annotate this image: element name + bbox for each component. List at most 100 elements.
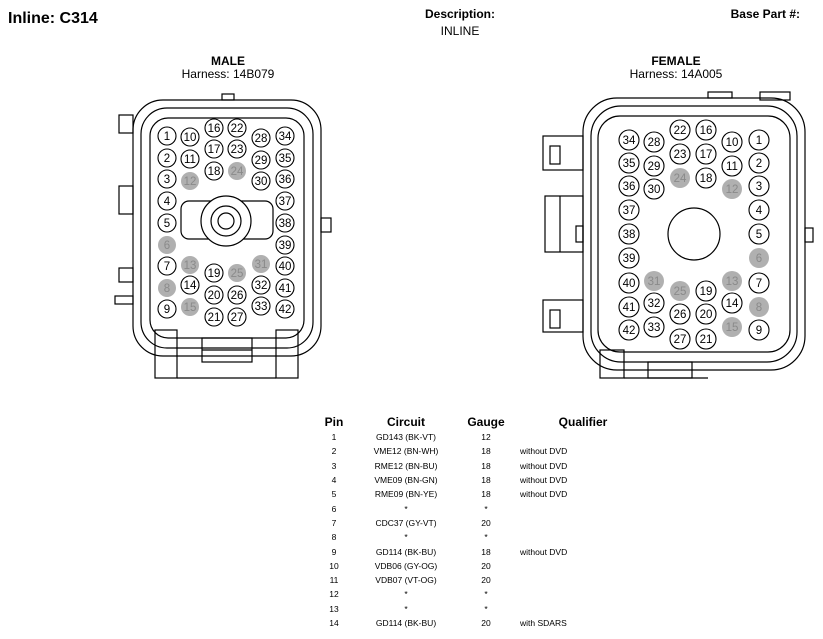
male-pin-label: 19 xyxy=(208,268,221,280)
female-pin-label: 26 xyxy=(674,309,687,321)
qualifier-cell xyxy=(516,501,650,515)
male-pin-label: 30 xyxy=(255,176,268,188)
qualifier-cell: without DVD xyxy=(520,460,568,471)
gauge-cell: 18 xyxy=(481,475,491,486)
male-pin-label: 28 xyxy=(255,133,268,145)
female-pin-label: 13 xyxy=(726,276,739,288)
female-pin-34 xyxy=(618,129,640,151)
male-pin-2 xyxy=(157,148,177,168)
female-pin-label: 38 xyxy=(623,229,636,241)
female-pin-26 xyxy=(669,303,691,325)
female-pin-label: 35 xyxy=(623,158,636,170)
gauge-cell: * xyxy=(484,503,488,514)
female-pin-label: 28 xyxy=(648,137,661,149)
circuit-cell: GD143 (BK-VT) xyxy=(376,432,436,443)
male-pin-label: 4 xyxy=(164,196,171,208)
gauge-cell: 18 xyxy=(481,546,491,557)
gauge-cell: 18 xyxy=(481,446,491,457)
male-pin-label: 29 xyxy=(255,155,268,167)
female-pin-42 xyxy=(618,319,640,341)
female-pin-37 xyxy=(618,199,640,221)
female-pin-label: 7 xyxy=(756,278,762,290)
female-pin-39 xyxy=(618,247,640,269)
male-pin-label: 41 xyxy=(279,283,292,295)
male-pin-37 xyxy=(275,191,295,211)
female-pin-24 xyxy=(670,168,690,188)
male-connector-housing xyxy=(114,93,332,379)
female-pin-31 xyxy=(644,271,664,291)
female-pin-25 xyxy=(670,281,690,301)
header-circuit: Circuit xyxy=(386,414,425,429)
male-pin-5 xyxy=(157,213,177,233)
male-harness: Harness: 14B079 xyxy=(181,67,275,81)
female-pin-label: 34 xyxy=(623,135,636,147)
male-pin-38 xyxy=(275,213,295,233)
pin-cell: 10 xyxy=(329,560,339,571)
female-pin-label: 22 xyxy=(674,125,687,137)
male-pin-label: 20 xyxy=(208,290,221,302)
qualifier-cell xyxy=(516,573,650,587)
pin-cell: 13 xyxy=(329,603,339,614)
gauge-cell: 20 xyxy=(481,560,491,571)
gauge-cell: 20 xyxy=(481,618,491,628)
female-pin-label: 15 xyxy=(726,322,739,334)
male-pin-21 xyxy=(204,307,224,327)
male-pin-label: 26 xyxy=(231,290,244,302)
male-pin-label: 11 xyxy=(184,154,196,166)
pin-cell: 7 xyxy=(331,517,337,528)
pin-cell: 3 xyxy=(331,460,337,471)
female-pin-label: 14 xyxy=(726,298,739,310)
female-pin-28 xyxy=(643,131,665,153)
female-pin-21 xyxy=(695,328,717,350)
circuit-cell: * xyxy=(404,589,408,600)
male-pin-label: 39 xyxy=(279,240,292,252)
female-pin-grid: 1234567891011121314151617181920212223242… xyxy=(618,119,770,350)
gauge-cell: 18 xyxy=(481,460,491,471)
male-pin-label: 1 xyxy=(164,131,170,143)
male-pin-label: 23 xyxy=(231,144,244,156)
qualifier-cell xyxy=(516,516,650,530)
female-pin-label: 1 xyxy=(756,135,762,147)
female-pin-35 xyxy=(618,152,640,174)
male-pin-label: 38 xyxy=(279,218,292,230)
connector-title: Inline: C314 xyxy=(8,10,98,27)
female-pin-10 xyxy=(721,131,743,153)
qualifier-cell xyxy=(516,530,650,544)
circuit-cell: VDB07 (VT-OG) xyxy=(375,575,437,586)
female-pin-2 xyxy=(748,152,770,174)
male-pin-label: 35 xyxy=(279,153,292,165)
male-pin-9 xyxy=(157,299,177,319)
qualifier-cell xyxy=(516,602,650,616)
female-pin-label: 10 xyxy=(726,137,739,149)
qualifier-cell: without DVD xyxy=(520,446,568,457)
female-pin-label: 18 xyxy=(700,173,713,185)
gauge-cell: * xyxy=(484,603,488,614)
circuit-cell: CDC37 (GY-VT) xyxy=(375,517,437,528)
gauge-cell: * xyxy=(484,589,488,600)
male-pin-16 xyxy=(204,118,224,138)
female-pin-label: 27 xyxy=(674,334,687,346)
male-pin-7 xyxy=(157,256,177,276)
qualifier-cell: without DVD xyxy=(520,475,568,486)
female-harness: Harness: 14A005 xyxy=(629,67,723,81)
female-pin-label: 42 xyxy=(623,325,636,337)
female-pin-label: 37 xyxy=(623,205,636,217)
description-value: INLINE xyxy=(440,24,480,38)
pin-cell: 9 xyxy=(331,546,337,557)
female-pin-3 xyxy=(748,175,770,197)
male-pin-31 xyxy=(252,255,270,273)
circuit-cell: * xyxy=(404,532,408,543)
female-pin-23 xyxy=(669,143,691,165)
male-pin-35 xyxy=(275,148,295,168)
female-pin-38 xyxy=(618,223,640,245)
female-pin-label: 3 xyxy=(756,181,762,193)
male-pin-32 xyxy=(251,275,271,295)
male-pin-33 xyxy=(251,296,271,316)
male-title: MALE xyxy=(211,54,245,68)
female-pin-41 xyxy=(618,296,640,318)
female-pin-label: 40 xyxy=(623,278,636,290)
female-pin-32 xyxy=(643,292,665,314)
